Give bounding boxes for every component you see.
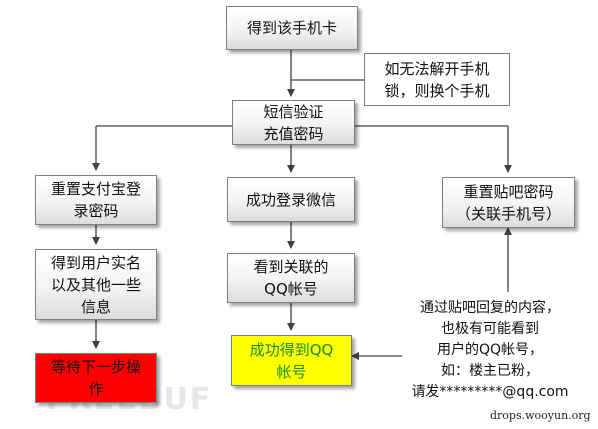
node-wait-next-step: 等待下一步操 作 — [35, 353, 157, 403]
node-got-qq-account: 成功得到QQ 帐号 — [231, 335, 352, 386]
node-linked-qq: 看到关联的 QQ帐号 — [227, 253, 355, 303]
callout-tieba-reply: 通过贴吧回复的内容， 也极有可能看到 用户的QQ帐号， 如：楼主已粉， 请发**… — [411, 300, 569, 400]
node-wechat-login: 成功登录微信 — [227, 177, 355, 222]
node-sms-recharge: 短信验证 充值密码 — [232, 100, 355, 145]
node-reset-alipay: 重置支付宝登 录密码 — [35, 175, 157, 225]
node-get-card: 得到该手机卡 — [226, 6, 358, 50]
node-real-name-info: 得到用户实名 以及其他一些 信息 — [35, 249, 157, 320]
note-unlock-phone: 如无法解开手机 锁，则换个手机 — [364, 53, 510, 106]
source-credit: drops.wooyun.org — [490, 409, 591, 422]
node-reset-tieba: 重置贴吧密码 （关联手机号） — [442, 177, 575, 228]
